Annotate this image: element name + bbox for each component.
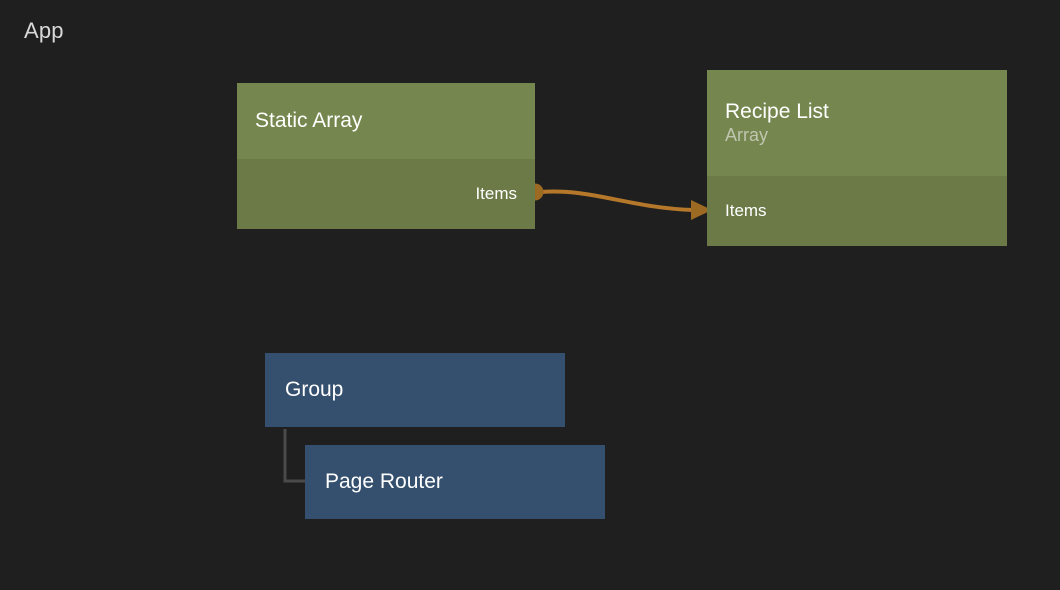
node-recipe-list-title: Recipe List bbox=[725, 99, 829, 123]
node-recipe-list[interactable]: Recipe List Array Items bbox=[707, 70, 1007, 246]
edge-items-to-items bbox=[526, 183, 712, 220]
node-static-array-port-items[interactable]: Items bbox=[475, 184, 517, 203]
node-static-array-title: Static Array bbox=[255, 108, 363, 132]
canvas-title: App bbox=[24, 18, 64, 43]
node-recipe-list-port-items[interactable]: Items bbox=[725, 201, 767, 220]
node-recipe-list-body[interactable]: Items bbox=[707, 176, 1007, 246]
node-recipe-list-subtitle: Array bbox=[725, 124, 769, 145]
edge-group-to-page-router bbox=[283, 429, 306, 483]
node-group-title: Group bbox=[285, 377, 344, 401]
node-recipe-list-header[interactable]: Recipe List Array bbox=[707, 70, 1007, 176]
node-group[interactable]: Group bbox=[265, 353, 565, 427]
node-static-array-body[interactable]: Items bbox=[237, 159, 535, 229]
node-page-router-title: Page Router bbox=[325, 469, 443, 493]
node-static-array[interactable]: Static Array Items bbox=[237, 83, 535, 229]
node-static-array-header[interactable]: Static Array bbox=[237, 83, 535, 159]
node-page-router[interactable]: Page Router bbox=[305, 445, 605, 519]
